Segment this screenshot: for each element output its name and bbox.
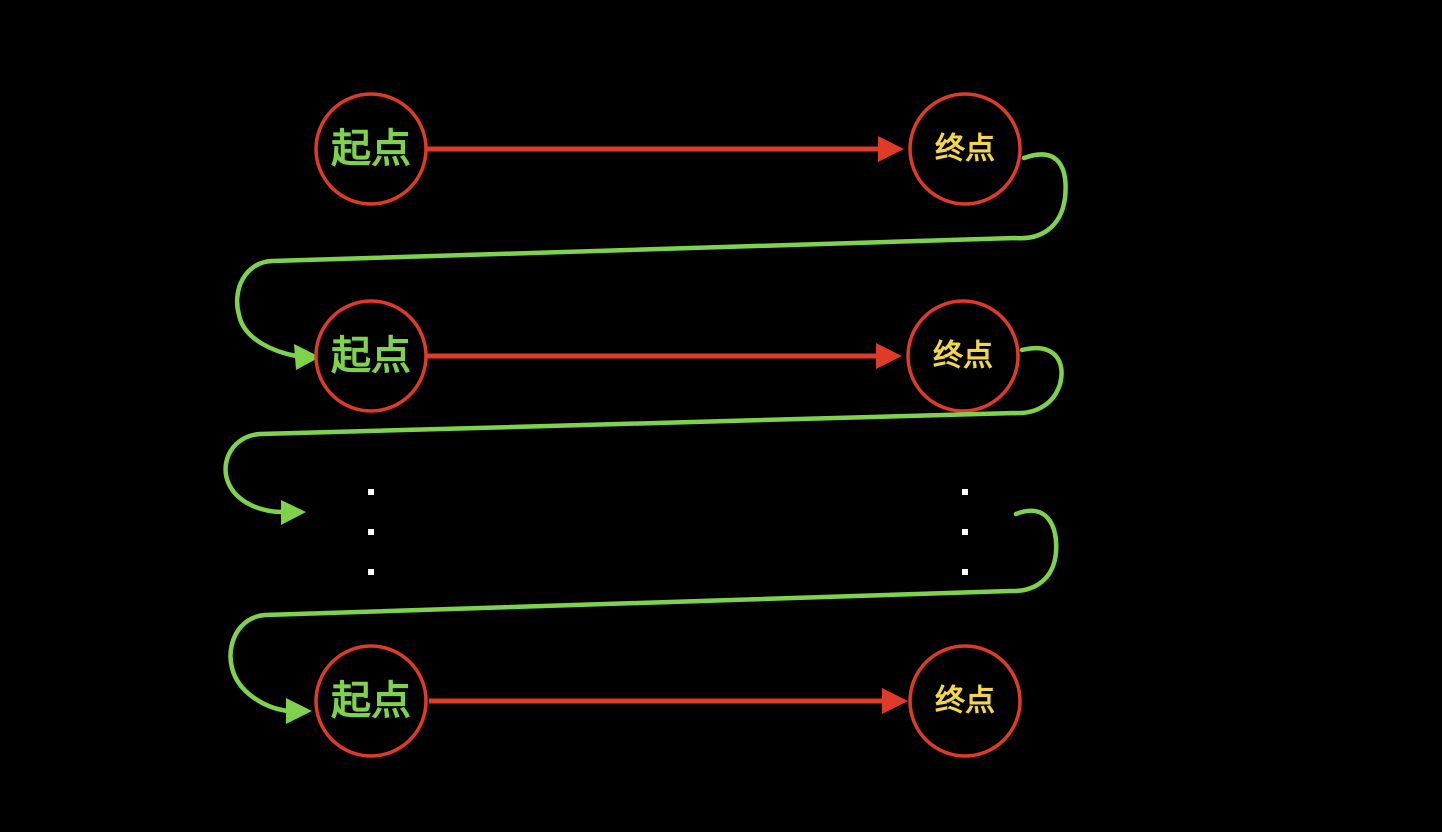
row-2-start-label: 起点: [331, 333, 411, 379]
row-3: 起点 终点: [314, 644, 1022, 758]
ellipsis-right-dot-1: [962, 489, 968, 495]
loop-1-arrowhead: [294, 344, 320, 370]
loop-2-arrowhead: [281, 500, 306, 525]
row-2-end-label: 终点: [933, 339, 993, 374]
row-3-end-label: 终点: [935, 684, 995, 719]
row-1: 起点 终点: [314, 92, 1022, 206]
row-1-start-label: 起点: [331, 126, 411, 172]
ellipsis-left-dot-3: [368, 569, 374, 575]
loop-3: [228, 508, 1059, 724]
row-1-arrowhead: [878, 136, 904, 162]
loop-1-connector: [234, 152, 1068, 359]
loop-1: [234, 152, 1068, 370]
row-2-start-node: [314, 299, 428, 413]
ellipsis-left-dot-2: [368, 529, 374, 535]
row-3-end-node: [908, 644, 1022, 758]
loop-2: [223, 346, 1064, 525]
row-1-end-node: [908, 92, 1022, 206]
row-1-end-label: 终点: [935, 132, 995, 167]
loop-2-connector: [223, 346, 1064, 515]
row-1-start-node: [314, 92, 428, 206]
ellipsis-left-dot-1: [368, 489, 374, 495]
loop-3-connector: [228, 508, 1059, 714]
row-3-arrowhead: [882, 688, 908, 714]
row-2-arrowhead: [876, 343, 902, 369]
row-3-start-node: [314, 644, 428, 758]
loop-3-arrowhead: [286, 698, 312, 724]
row-2: 起点 终点: [314, 299, 1020, 413]
row-2-end-node: [906, 299, 1020, 413]
ellipsis-left: [368, 489, 374, 575]
row-3-start-label: 起点: [331, 678, 411, 724]
ellipsis-right: [962, 489, 968, 575]
ellipsis-right-dot-2: [962, 529, 968, 535]
ellipsis-right-dot-3: [962, 569, 968, 575]
